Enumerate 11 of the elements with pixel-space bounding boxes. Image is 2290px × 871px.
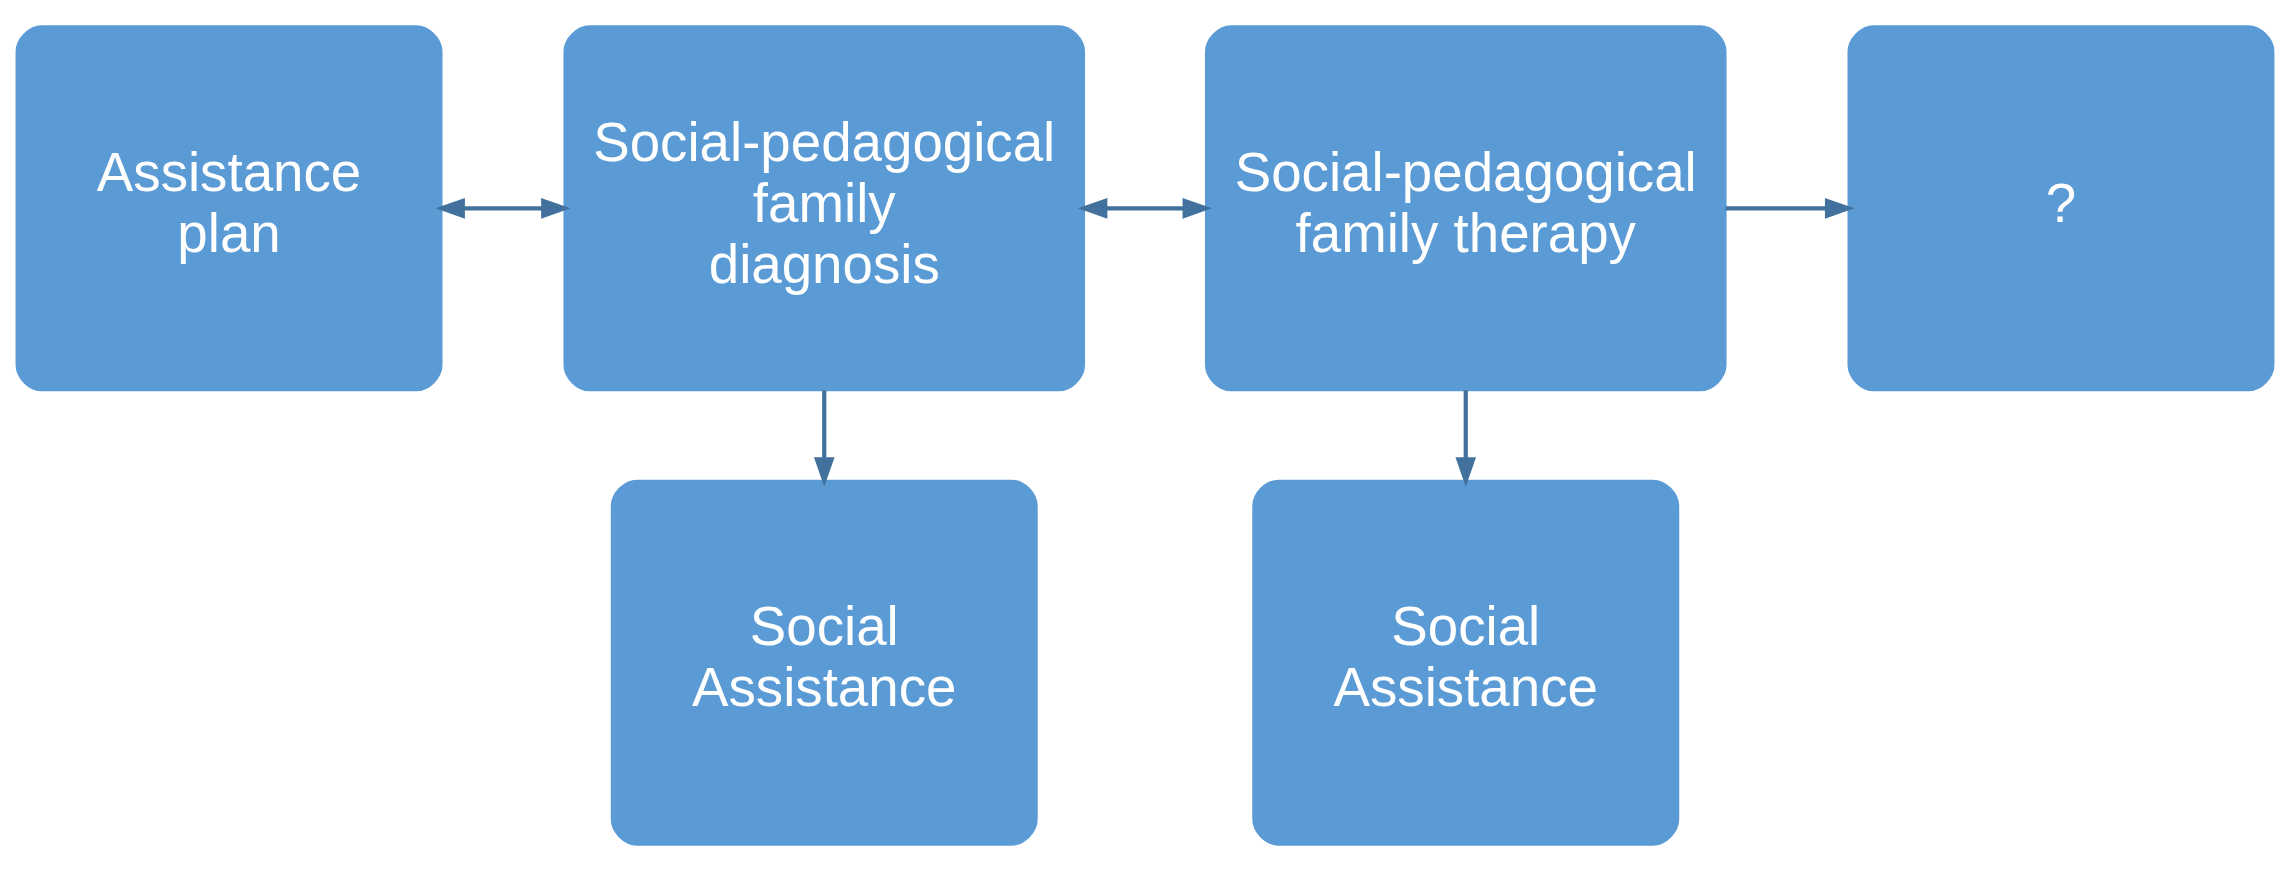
- arrow: [435, 198, 571, 219]
- node-box: Social Assistance: [610, 479, 1038, 846]
- node-box: ?: [1847, 25, 2275, 392]
- arrow: [1725, 198, 1855, 219]
- node-box: Social-pedagogical family diagnosis: [563, 25, 1086, 392]
- arrow: [1077, 198, 1213, 219]
- arrow: [1455, 390, 1477, 487]
- node-box: Social Assistance: [1252, 479, 1680, 846]
- node-box: Assistance plan: [15, 25, 443, 392]
- arrow: [813, 390, 835, 487]
- node-box: Social-pedagogical family therapy: [1204, 25, 1727, 392]
